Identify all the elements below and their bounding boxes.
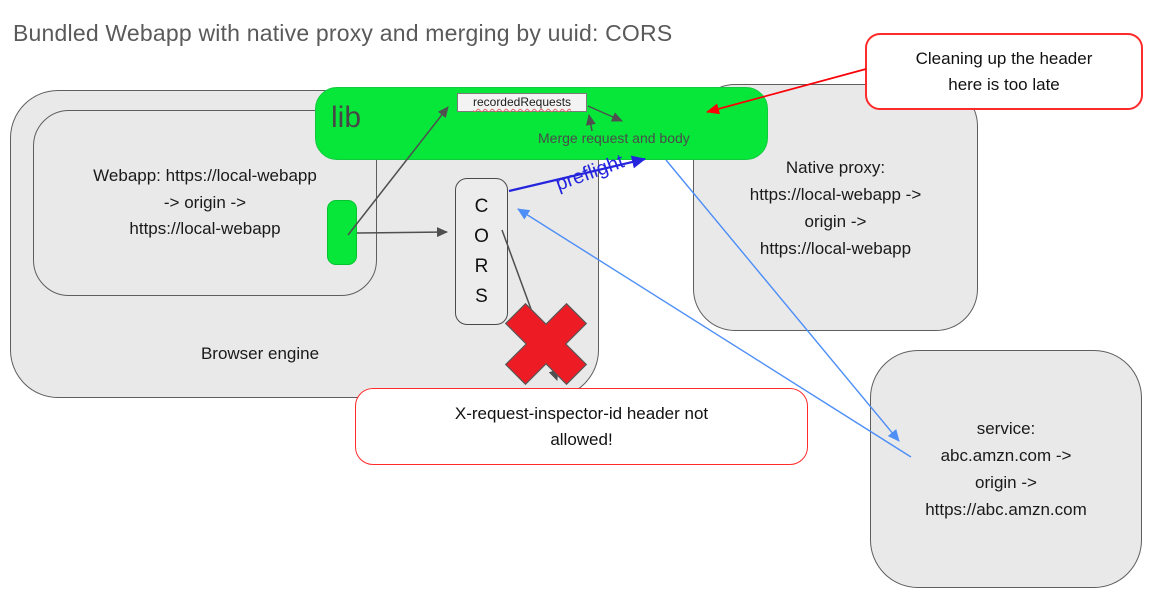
webapp-text: Webapp: https://local-webapp -> origin -…	[38, 110, 372, 296]
webapp-line-3: https://local-webapp	[129, 219, 281, 239]
service-line-2: abc.amzn.com ->	[940, 446, 1072, 465]
header-not-allowed-line-2: allowed!	[550, 429, 613, 449]
diagram-title: Bundled Webapp with native proxy and mer…	[13, 20, 673, 46]
native-proxy-line-3: origin ->	[804, 211, 867, 231]
service-line-4: https://abc.amzn.com	[925, 500, 1087, 519]
cleaning-header-line-2: here is too late	[948, 74, 1060, 94]
recorded-requests-chip: recordedRequests	[457, 93, 587, 112]
cleaning-header-callout: Cleaning up the header here is too late	[865, 33, 1143, 110]
cors-letter-r: R	[474, 255, 489, 277]
header-not-allowed-line-1: X-request-inspector-id header not	[454, 403, 709, 423]
lib-label: lib	[331, 101, 362, 134]
webapp-lib-hook-rect	[327, 200, 357, 265]
cors-letter-s: S	[475, 285, 488, 307]
webapp-line-2: -> origin ->	[163, 192, 247, 212]
webapp-line-1: Webapp: https://local-webapp	[93, 166, 317, 186]
cors-box: C O R S	[455, 178, 508, 325]
browser-engine-label: Browser engine	[200, 344, 320, 363]
service-box	[870, 350, 1142, 588]
cleaning-header-line-1: Cleaning up the header	[915, 48, 1093, 68]
cors-letter-c: C	[474, 195, 489, 217]
native-proxy-line-2: https://local-webapp ->	[749, 184, 922, 204]
service-text: service: abc.amzn.com -> origin -> https…	[870, 350, 1142, 588]
service-line-3: origin ->	[975, 473, 1037, 492]
header-not-allowed-callout: X-request-inspector-id header not allowe…	[355, 388, 808, 465]
service-line-1: service:	[976, 419, 1036, 438]
recorded-requests-label: recordedRequests	[472, 95, 572, 109]
cors-letter-o: O	[474, 225, 489, 247]
merge-request-label: Merge request and body	[538, 130, 690, 146]
native-proxy-line-4: https://local-webapp	[759, 238, 912, 258]
